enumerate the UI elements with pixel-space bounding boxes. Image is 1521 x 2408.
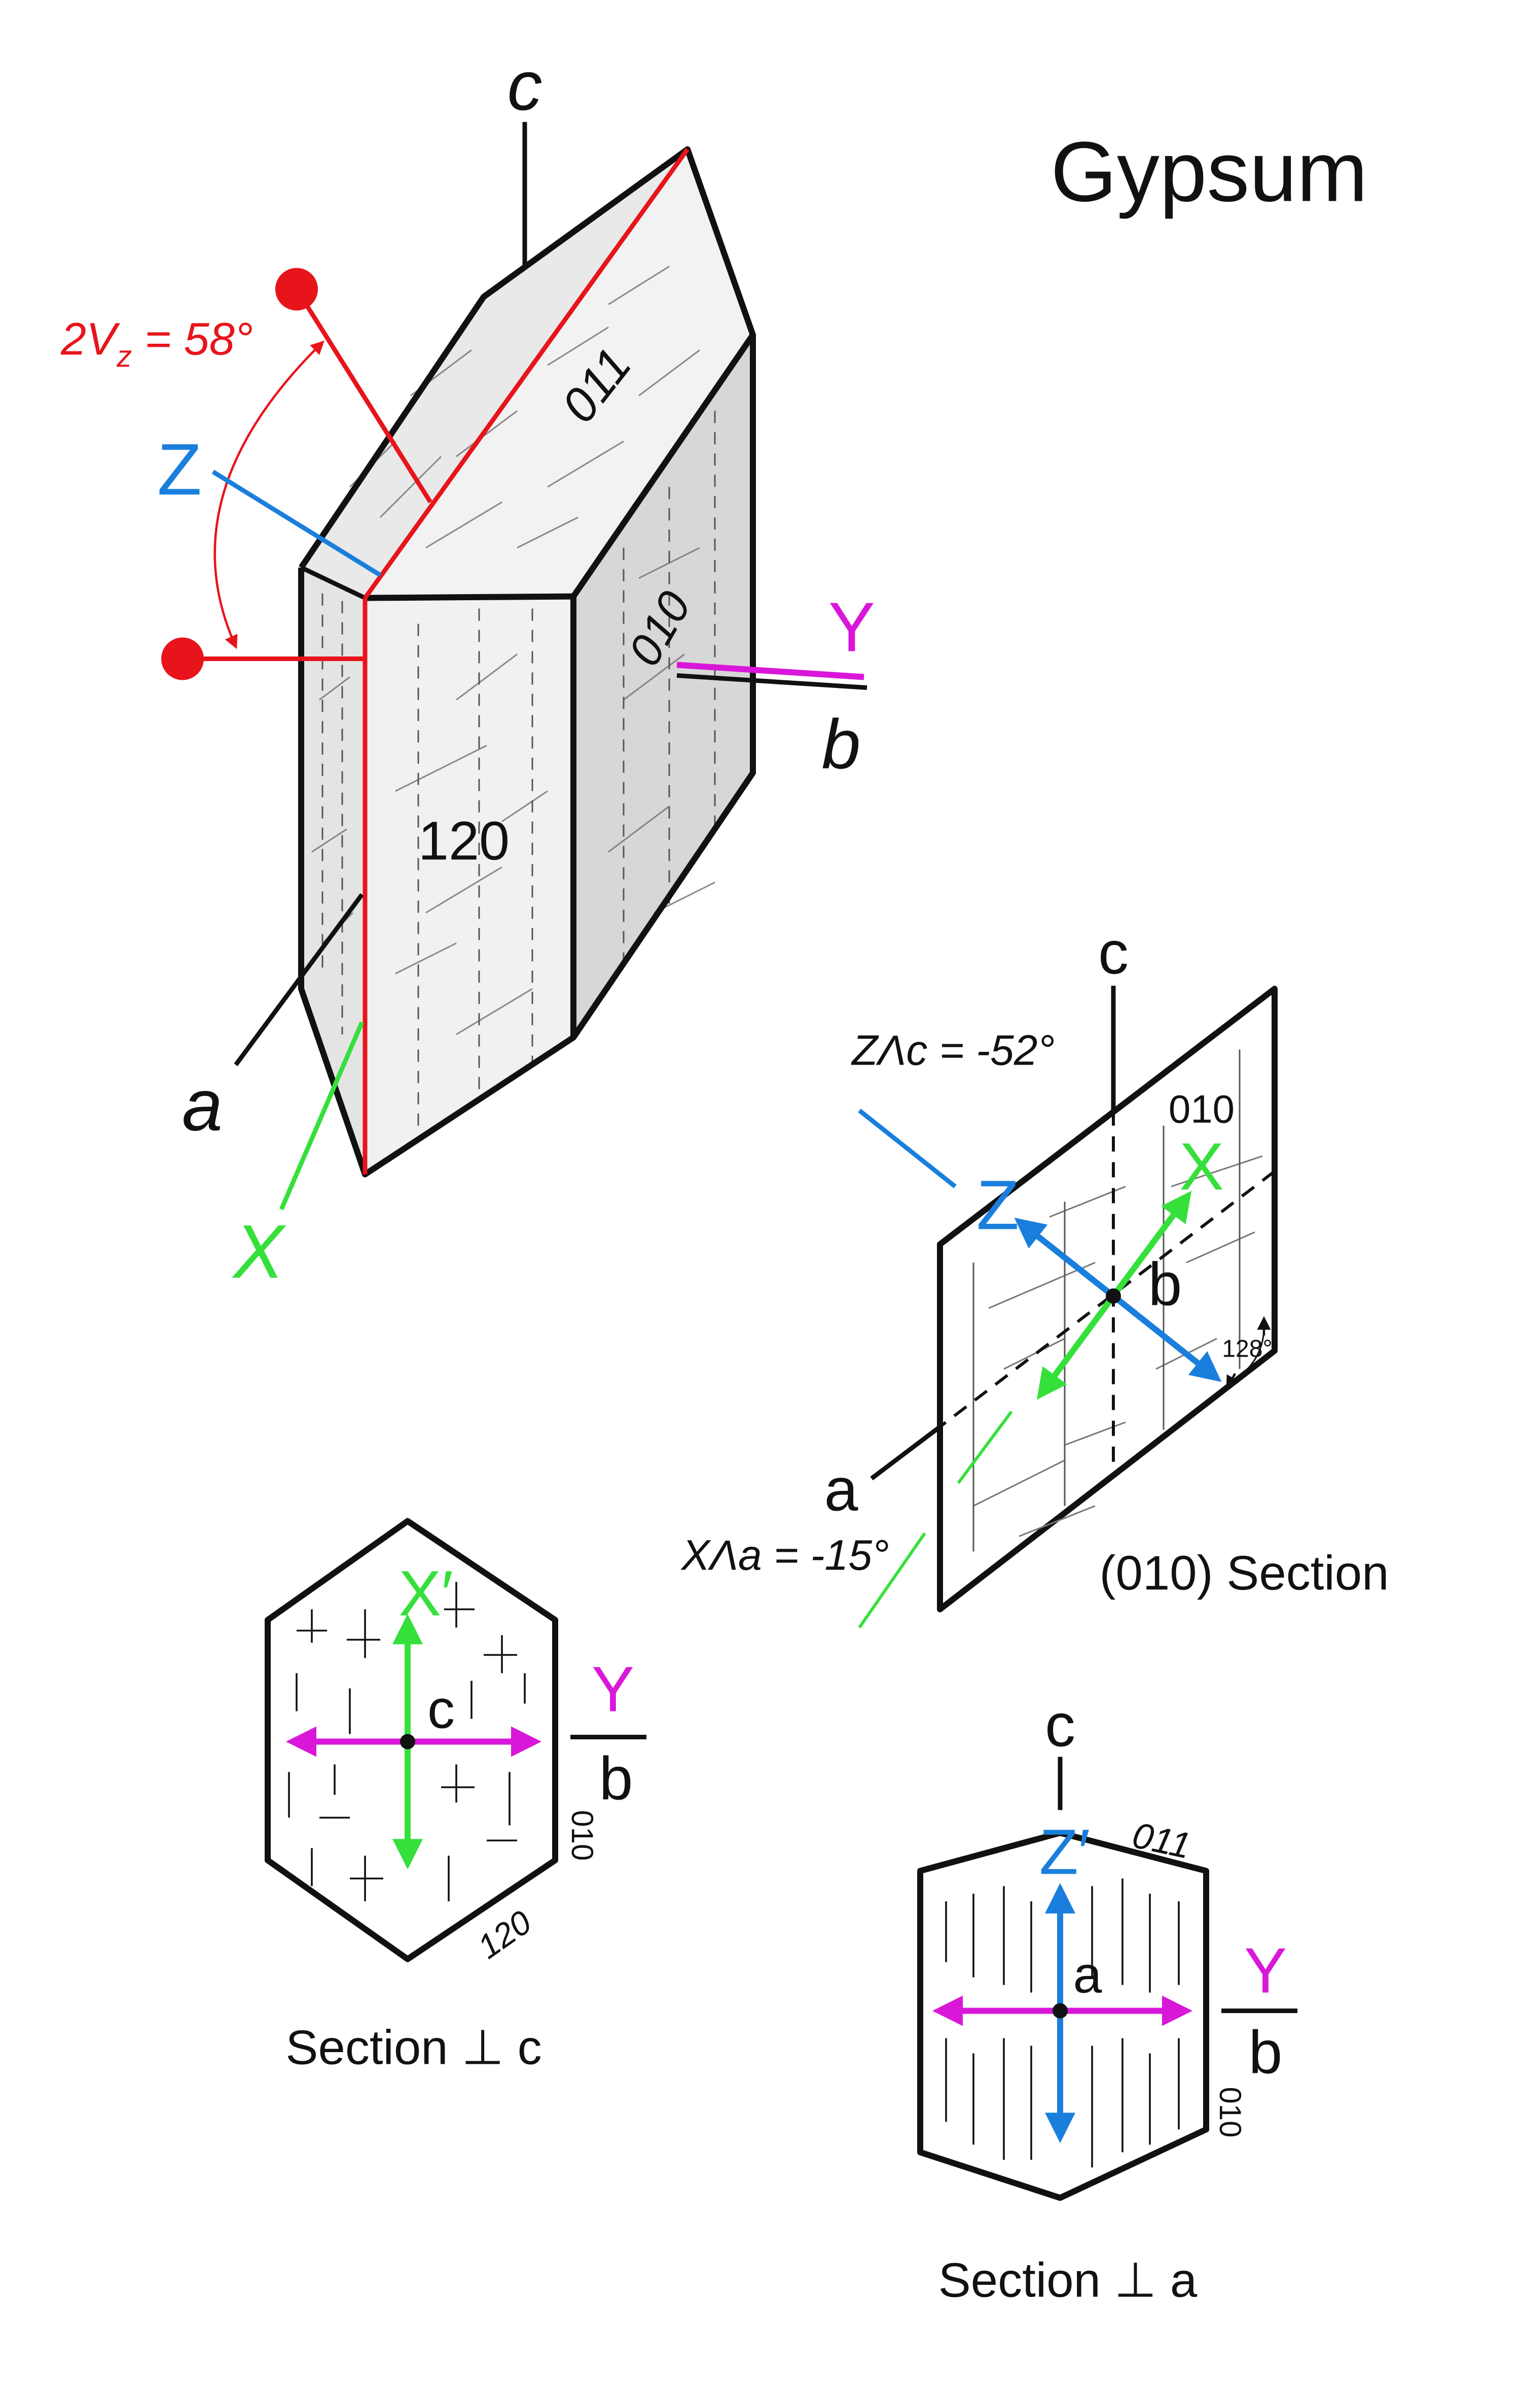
section-perp-a-cleavage (945, 1878, 1180, 2168)
section-perp-c-y-label: Y (592, 1654, 634, 1725)
section-010-angle-128: 128° (1222, 1336, 1272, 1363)
crystal-x-label: X (232, 1209, 286, 1294)
section-perp-c-cleavage (288, 1582, 526, 1902)
section-010-b-point (1106, 1288, 1121, 1304)
section-perp-a-face-010: 010 (1213, 2087, 1247, 2138)
section-perp-c-face-010: 010 (565, 1810, 599, 1861)
crystal-z-direction (211, 469, 382, 577)
section-010-title: (010) Section (1100, 1546, 1389, 1600)
section-010-c-label: c (1098, 919, 1129, 987)
optic-axis-upper-line (295, 288, 432, 503)
crystal-a-axis (234, 893, 364, 1067)
section-perp-a-z-label: Z′ (1039, 1816, 1091, 1888)
crystal-cleavage-lines (321, 411, 716, 1126)
section-010-x-arrow (1036, 1294, 1116, 1400)
crystal-a-label: a (182, 1065, 223, 1146)
section-010-z-angle: ZΛc = -52° (851, 1027, 1055, 1074)
section-010-face-label: 010 (1169, 1087, 1235, 1132)
2v-angle-arc (213, 340, 324, 649)
2v-angle-label: 2Vz = 58° (60, 314, 253, 374)
optic-plane-trace-top (363, 148, 690, 600)
face-011-left (301, 149, 687, 598)
crystal-x-direction (279, 1021, 365, 1211)
section-010: c a 010 Z X b 128° ZΛc = -52° XΛa = -15°… (680, 919, 1389, 1629)
section-perp-c-c-label: c (427, 1679, 455, 1740)
optic-axis-lower (161, 637, 204, 680)
crystal-b-label: b (822, 706, 861, 784)
optic-axis-upper (275, 268, 318, 311)
face-110-left (301, 567, 365, 1175)
section-perp-c-title: Section ⊥ c (285, 2021, 541, 2075)
section-010-x-label: X (1179, 1129, 1224, 1204)
section-010-z-arrow (1111, 1293, 1222, 1382)
face-011 (365, 149, 753, 598)
face-120-label: 120 (418, 810, 510, 871)
section-010-z-trace (858, 1108, 957, 1189)
section-perp-c-x-label: X′ (399, 1558, 453, 1629)
section-010-b-label: b (1148, 1251, 1182, 1319)
section-perp-c: X′ c Y b 010 120 Section ⊥ c (265, 1518, 646, 2075)
section-010-z-label: Z (976, 1166, 1019, 1245)
crystal-b-axis (676, 673, 867, 690)
crystal-outline (298, 146, 756, 1178)
section-perp-a-c-label: c (1045, 1692, 1075, 1760)
section-perp-c-b-label: b (599, 1745, 633, 1813)
section-010-x-angle: XΛa = -15° (680, 1531, 889, 1579)
crystal-c-label: c (508, 47, 542, 125)
crystal-y-label: Y (828, 589, 875, 667)
crystal-y-direction (676, 662, 864, 680)
section-perp-a-title: Section ⊥ a (938, 2253, 1198, 2308)
face-120 (365, 596, 573, 1175)
section-010-a-label: a (824, 1456, 858, 1524)
face-010 (573, 335, 753, 1038)
section-perp-a-a-label: a (1073, 1946, 1102, 2004)
section-perp-a: c Z′ 011 a Y b 010 Section ⊥ a (917, 1692, 1297, 2308)
section-perp-a-center (1053, 2003, 1068, 2019)
section-perp-a-b-label: b (1249, 2019, 1283, 2087)
diagram-title: Gypsum (1051, 124, 1368, 220)
section-perp-c-center (400, 1734, 415, 1749)
crystal: c (60, 47, 875, 1294)
section-perp-a-y-label: Y (1244, 1935, 1287, 2006)
section-010-x-trace (858, 1532, 926, 1629)
crystal-z-label: Z (157, 429, 202, 510)
